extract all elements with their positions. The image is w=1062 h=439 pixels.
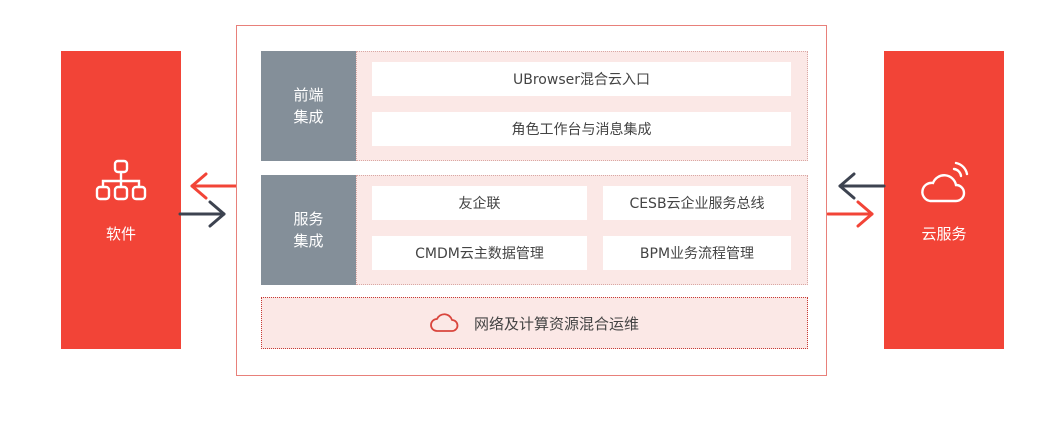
arrow-left-red-icon [190,172,238,200]
youqilian-item: 友企联 [372,186,587,220]
cesb-item: CESB云企业服务总线 [603,186,791,220]
cloud-service-block: 云服务 [884,51,1004,349]
cloud-icon [430,313,459,332]
frontend-integration-label: 前端 集成 [261,51,356,161]
cloud-service-label: 云服务 [921,224,967,243]
service-label-line1: 服务 [293,210,324,228]
hybrid-ops-label: 网络及计算资源混合运维 [473,314,639,333]
software-label: 软件 [105,224,136,243]
software-block: 软件 [61,51,181,349]
arrow-right-dark-icon [178,200,226,228]
arrow-left-dark-icon [838,172,886,200]
role-workbench-item: 角色工作台与消息集成 [372,112,791,146]
org-chart-icon [95,159,147,200]
hybrid-ops-bar: 网络及计算资源混合运维 [261,297,808,349]
arrow-right-red-icon [826,200,874,228]
frontend-label-line1: 前端 [293,86,324,104]
ubrowser-entry-item: UBrowser混合云入口 [372,62,791,96]
service-label-line2: 集成 [293,232,324,250]
service-integration-label: 服务 集成 [261,175,356,285]
frontend-label-line2: 集成 [293,108,324,126]
cmdm-item: CMDM云主数据管理 [372,236,587,270]
cloud-signal-icon [921,161,969,202]
bpm-item: BPM业务流程管理 [603,236,791,270]
